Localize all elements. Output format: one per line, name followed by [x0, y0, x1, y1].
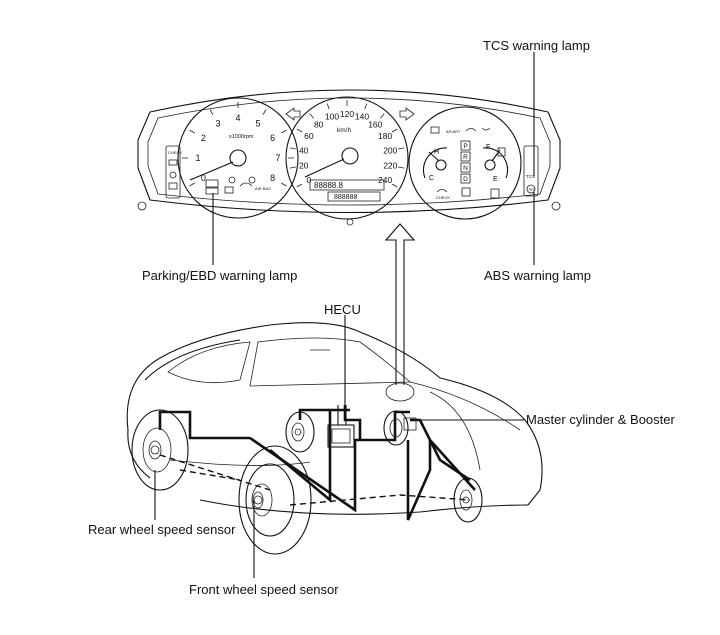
car-body: [126, 322, 543, 515]
tacho-tick-label: 8: [270, 173, 275, 183]
speedo-tick: [326, 103, 330, 110]
front-wheel-speed-sensor-icon: [253, 495, 263, 505]
speedo-tick-label: 180: [378, 131, 392, 141]
odometer-display: 88888.8: [314, 181, 343, 190]
speedo-tick: [391, 128, 398, 133]
speedo-tick-label: 160: [368, 119, 382, 129]
wheel-speed-sensors: [150, 428, 470, 505]
master-cylinder-booster-label: Master cylinder & Booster: [526, 412, 675, 427]
speedo-unit: km/h: [337, 127, 351, 134]
hecu-label: HECU: [324, 302, 361, 317]
battery-icon: [224, 186, 234, 194]
parking-ebd-warning-lamp-label: Parking/EBD warning lamp: [142, 268, 298, 283]
speedo-tick-label: 220: [383, 161, 397, 171]
fuel-low-icon: [490, 188, 500, 199]
speedo-tick: [391, 183, 398, 188]
tacho-tick-label: 6: [270, 133, 275, 143]
gear-indicator-box: [460, 162, 471, 173]
cruise-icon: [465, 128, 477, 132]
speedo-tick: [289, 147, 296, 150]
gear-indicator-letter: P: [463, 143, 467, 150]
speedo-tick-label: 40: [299, 145, 309, 155]
tacho-tick-label: 3: [215, 119, 220, 129]
tacho-tick: [189, 129, 195, 134]
seatbelt-icon: [228, 176, 236, 184]
speedo-tick: [309, 113, 314, 119]
gear-indicator-box: [460, 151, 471, 162]
washer-icon: [481, 127, 491, 131]
svg-text:CHECK: CHECK: [168, 150, 182, 155]
speedo-tick: [380, 113, 385, 119]
abs-wiring: [158, 405, 476, 521]
tacho-tick-label: 7: [275, 153, 280, 163]
abs-lamp-icon: [526, 184, 536, 194]
tacho-tick: [262, 109, 267, 115]
gear-indicator-box: [460, 173, 471, 184]
door-icon: [248, 176, 256, 184]
speedo-tick: [398, 147, 405, 150]
speedo-tick-label: 80: [314, 119, 324, 129]
tcs-warning-lamp-label: TCS warning lamp: [483, 38, 590, 53]
s-indicator-icon: [461, 187, 471, 197]
signal-arrow: [384, 223, 416, 385]
tacho-tick-label: 1: [195, 153, 200, 163]
abs-tag: ABS: [529, 188, 535, 192]
gear-indicator-box: [460, 140, 471, 151]
parking-ebd-lamp-icon: [205, 179, 219, 188]
rear-wheel-speed-sensor-label: Rear wheel speed sensor: [88, 522, 236, 537]
speedo-tick-label: 60: [304, 131, 314, 141]
left-turn-signal-icon: [285, 107, 301, 121]
speedo-tick: [289, 166, 296, 169]
rear-wheel-speed-sensor-icon: [150, 445, 160, 455]
oil-icon: [239, 182, 253, 187]
speedo-tick-label: 20: [299, 161, 309, 171]
gear-indicator-letter: N: [463, 165, 468, 172]
master-cylinder-booster: [383, 382, 417, 446]
tacho-unit: x1000rpm: [229, 134, 254, 140]
speedo-tick: [398, 166, 405, 169]
tcs-tag: TCS: [526, 174, 535, 179]
right-turn-signal-icon: [399, 107, 415, 121]
fuel-empty-label: E: [493, 176, 498, 183]
tacho-tick: [209, 109, 214, 115]
temp-cold-label: C: [429, 175, 434, 182]
tacho-tick-label: 2: [201, 133, 206, 143]
engine-check-icon: [436, 189, 448, 193]
speedo-tick-label: 240: [378, 175, 392, 185]
tacho-tick-label: 4: [235, 113, 240, 123]
tacho-tick: [189, 182, 195, 187]
callout-leaders: [154, 52, 535, 578]
tacho-tick-label: 0: [201, 173, 206, 183]
speedo-tick-label: 140: [355, 112, 369, 122]
trip-display: 888888: [334, 194, 357, 201]
front-wheel-speed-sensor-label: Front wheel speed sensor: [189, 582, 339, 597]
hecu-module: [327, 405, 355, 448]
speedo-tick: [296, 183, 303, 188]
headlight-icon: [430, 126, 440, 134]
fuel-full-label: F: [486, 144, 490, 151]
wheels: [131, 409, 483, 555]
gear-indicator-letter: R: [463, 154, 468, 161]
temp-hot-label: H: [434, 149, 439, 156]
fuel-pump-icon: [497, 147, 506, 157]
speedo-tick-label: 200: [383, 145, 397, 155]
tacho-tick: [281, 129, 287, 134]
speedo-tick: [296, 128, 303, 133]
speedo-tick: [364, 103, 368, 110]
speedo-tick-label: 100: [325, 112, 339, 122]
check-tag: CHECK: [436, 195, 450, 200]
speedo-tick-label: 120: [340, 109, 354, 119]
airbag-tag: AIR BAG: [255, 186, 271, 191]
abs-warning-lamp-label: ABS warning lamp: [484, 268, 591, 283]
speedo-tick-label: 0: [307, 175, 312, 185]
svg-text:AP/ART: AP/ART: [446, 129, 461, 134]
tacho-tick: [281, 182, 287, 187]
gear-indicator-letter: D: [463, 176, 468, 183]
tacho-tick-label: 5: [255, 119, 260, 129]
